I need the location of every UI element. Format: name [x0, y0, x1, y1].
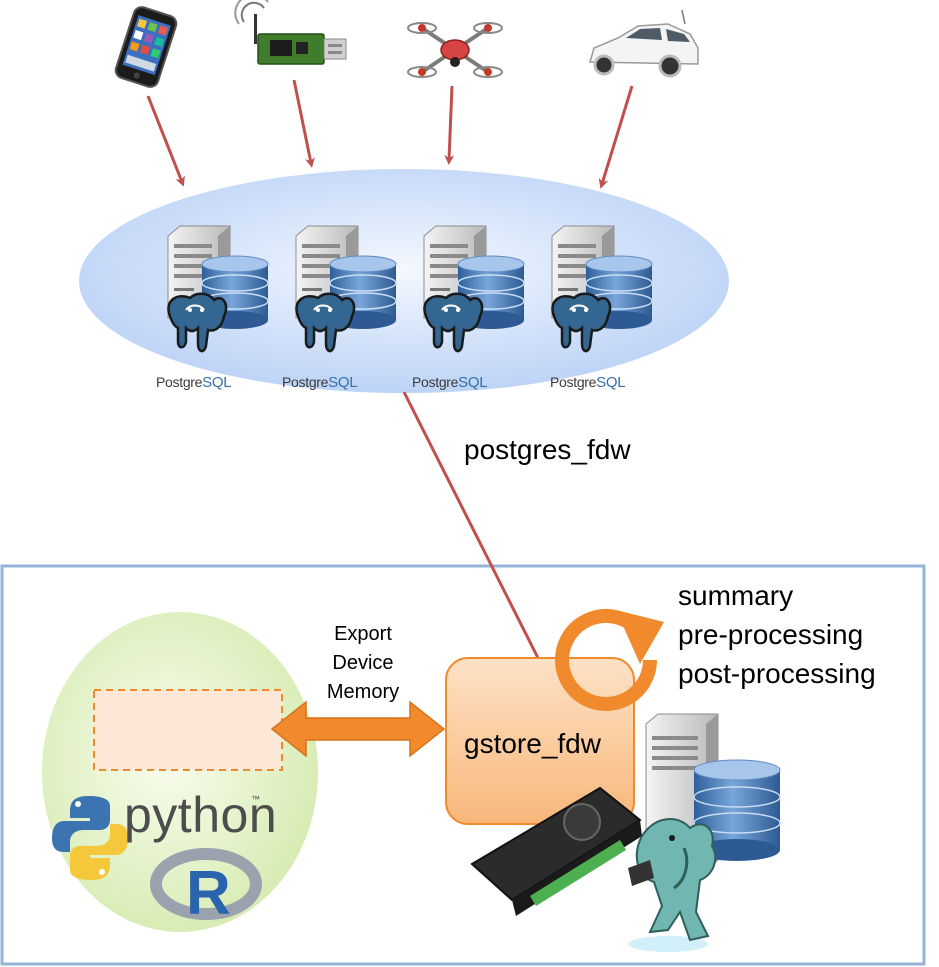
python-logo-icon [52, 796, 128, 880]
pg-brand-4: PostgreSQL [550, 374, 626, 391]
processing-cycle-icon [555, 609, 664, 711]
iot-board-icon [234, 0, 347, 65]
python-trademark: ™ [251, 794, 260, 804]
operations-list: summary pre-processing post-processing [678, 576, 876, 693]
export-label-line-3: Memory [326, 681, 400, 703]
r-logo-icon: R [150, 848, 262, 928]
arrow-drone [444, 85, 455, 165]
car-icon [589, 9, 699, 78]
fdw-link-line [402, 391, 540, 659]
python-wordmark: python [124, 787, 278, 843]
arrow-car [598, 85, 634, 189]
gpu-card-icon [470, 786, 642, 916]
fdw-link-label: postgres_fdw [464, 434, 631, 465]
export-label-line-1: Export [334, 623, 392, 645]
export-double-arrow [270, 700, 446, 758]
arrow-iot-board [292, 79, 315, 168]
client-blob [42, 612, 318, 932]
device-arrows [146, 79, 634, 189]
arrow-smartphone [146, 95, 185, 187]
export-label-line-2: Device [332, 652, 394, 674]
svg-text:R: R [186, 859, 231, 928]
export-device-memory-label: Export Device Memory [300, 620, 426, 707]
smartphone-icon [114, 6, 178, 88]
elephant-mascot-icon [628, 818, 717, 952]
drone-icon [407, 22, 503, 78]
operation-pre-processing: pre-processing [678, 619, 864, 650]
pg-brand-1: PostgreSQL [156, 374, 232, 391]
gstore-label: gstore_fdw [464, 728, 601, 759]
device-memory-buffer [93, 689, 283, 771]
operation-summary: summary [678, 580, 794, 611]
pg-brand-3: PostgreSQL [412, 374, 488, 391]
operation-post-processing: post-processing [678, 658, 876, 689]
pg-brand-2: PostgreSQL [282, 374, 358, 391]
